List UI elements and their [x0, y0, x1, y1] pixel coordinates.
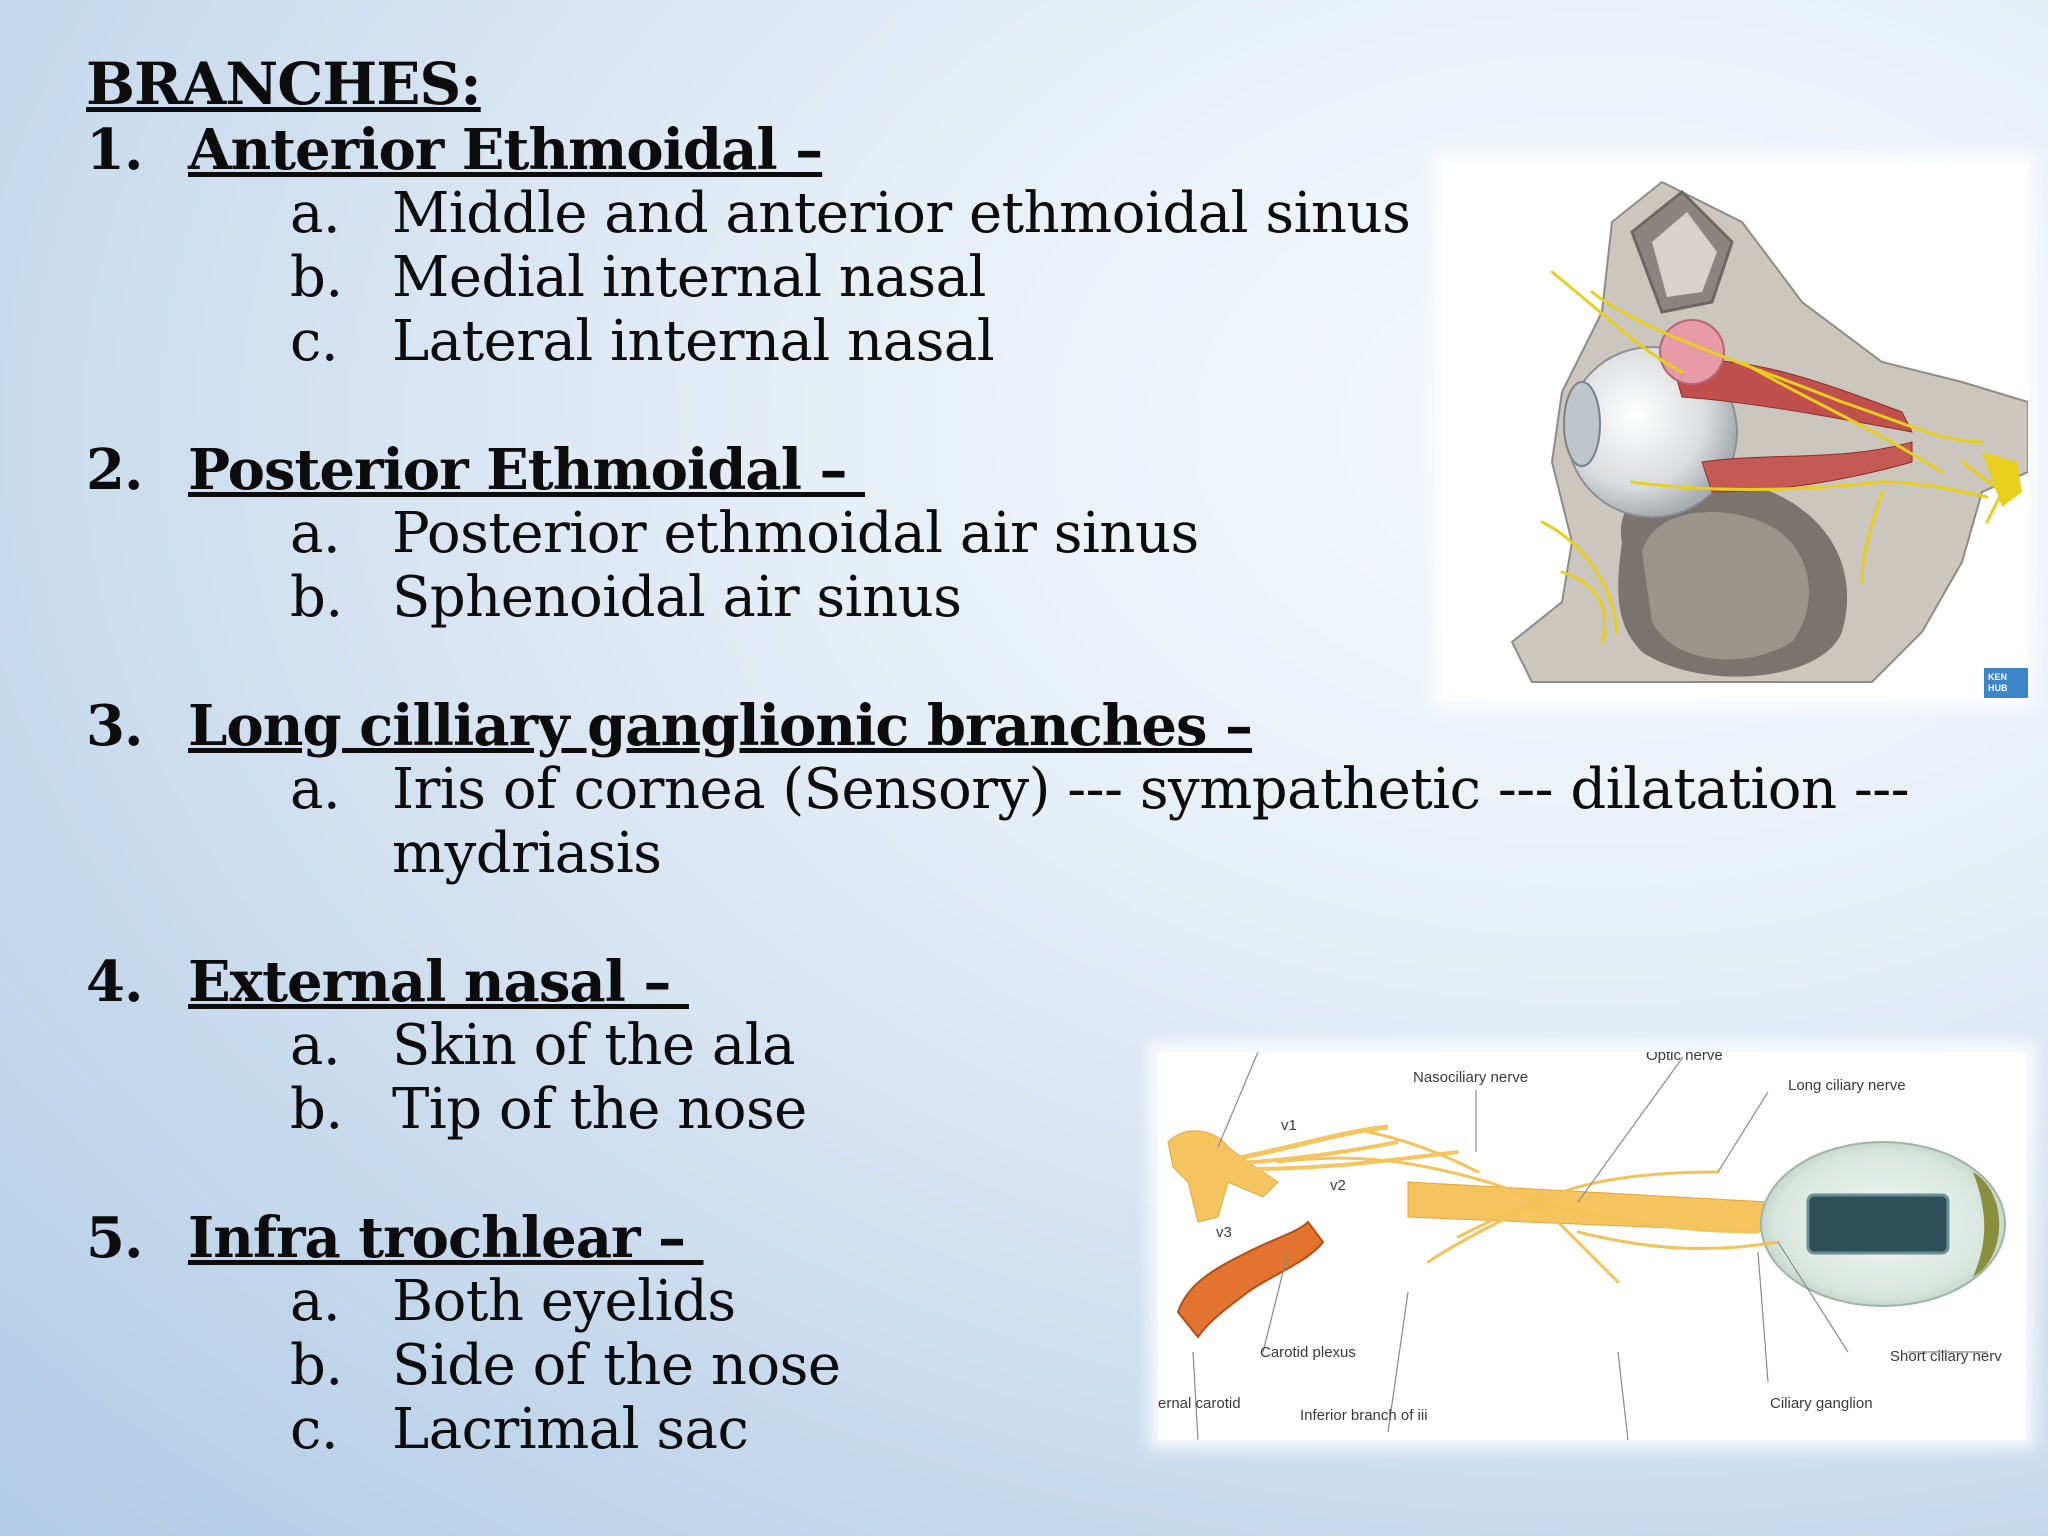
branch-number: 5.	[86, 1205, 143, 1271]
item-letter: b.	[290, 245, 343, 310]
branch-item: a. Posterior ethmoidal air sinus	[86, 502, 1986, 566]
item-text: Iris of cornea (Sensory) --- sympathetic…	[392, 757, 1910, 886]
item-letter: c.	[290, 1397, 339, 1462]
item-text: Middle and anterior ethmoidal sinus	[392, 181, 1411, 246]
branch-item: c. Lacrimal sac	[86, 1398, 1986, 1462]
diagram-label-carotid-plexus: Carotid plexus	[1260, 1344, 1356, 1361]
branch-label: Posterior Ethmoidal –	[188, 437, 865, 503]
diagram-label-ciliary-ganglion: Ciliary ganglion	[1770, 1395, 1873, 1412]
branch-item: a. Skin of the ala	[86, 1014, 1986, 1078]
item-letter: a.	[290, 501, 341, 566]
branch-number: 1.	[86, 117, 143, 183]
orbit-illustration	[1482, 162, 2028, 700]
slide-title: BRANCHES:	[86, 50, 482, 118]
orbit-anatomy-figure: KEN HUB	[1442, 162, 2028, 700]
branch-section: 3. Long cilliary ganglionic branches –a. I…	[86, 694, 1986, 886]
item-text: Skin of the ala	[392, 1013, 796, 1078]
item-text: Tip of the nose	[392, 1077, 807, 1142]
branch-heading: 2. Posterior Ethmoidal –	[86, 438, 1986, 502]
branch-section: 1. Anterior Ethmoidal –a. Middle and anter…	[86, 118, 1986, 374]
branch-section: 5. Infra trochlear – a. Both eyelids b. Side…	[86, 1206, 1986, 1462]
branch-item: b. Tip of the nose	[86, 1078, 1986, 1142]
branch-heading: 1. Anterior Ethmoidal –	[86, 118, 1986, 182]
item-letter: a.	[290, 757, 341, 822]
item-text: Posterior ethmoidal air sinus	[392, 501, 1199, 566]
diagram-label-internal-carotid: ernal carotid	[1158, 1395, 1241, 1412]
branch-heading: 4. External nasal –	[86, 950, 1986, 1014]
branch-label: External nasal –	[188, 949, 689, 1015]
branch-section: 2. Posterior Ethmoidal – a. Posterior ethm…	[86, 438, 1986, 630]
diagram-label-v2: v2	[1330, 1177, 1346, 1194]
diagram-label-short-ciliary-nerve: Short ciliary nerv	[1890, 1348, 2002, 1365]
item-letter: a.	[290, 1269, 341, 1334]
slide-content: BRANCHES: 1.Anterior Ethmoidal –a.Middle…	[86, 50, 1986, 1462]
branch-label: Long cilliary ganglionic branches –	[188, 693, 1253, 759]
diagram-label-v3: v3	[1216, 1224, 1232, 1241]
item-text: Sphenoidal air sinus	[392, 565, 962, 630]
branch-section: 4. External nasal – a. Skin of the ala b. Ti…	[86, 950, 1986, 1142]
item-letter: b.	[290, 1333, 343, 1398]
branch-number: 4.	[86, 949, 143, 1015]
diagram-label-optic-nerve: Optic nerve	[1646, 1052, 1723, 1064]
item-text: Side of the nose	[392, 1333, 841, 1398]
branch-heading: 3. Long cilliary ganglionic branches –	[86, 694, 1986, 758]
watermark-logo: KEN HUB	[1984, 668, 2028, 698]
item-text: Lacrimal sac	[392, 1397, 749, 1462]
item-letter: b.	[290, 565, 343, 630]
branch-item: c. Lateral internal nasal	[86, 310, 1986, 374]
item-letter: a.	[290, 1013, 341, 1078]
branch-label: Anterior Ethmoidal –	[188, 117, 823, 183]
diagram-label-nasociliary-nerve: Nasociliary nerve	[1413, 1069, 1528, 1086]
branch-list: 1.Anterior Ethmoidal –a.Middle and anter…	[86, 118, 1986, 1462]
branch-item: b. Medial internal nasal	[86, 246, 1986, 310]
item-letter: c.	[290, 309, 339, 374]
branch-number: 2.	[86, 437, 143, 503]
branch-item: b. Sphenoidal air sinus	[86, 566, 1986, 630]
branch-item: a. Middle and anterior ethmoidal sinus	[86, 182, 1986, 246]
nerve-diagram: Optic nerve Nasociliary nerve Long cilia…	[1158, 1052, 2006, 1440]
diagram-label-v1: v1	[1281, 1117, 1297, 1134]
item-text: Both eyelids	[392, 1269, 736, 1334]
branch-label: Infra trochlear –	[188, 1205, 704, 1271]
item-letter: b.	[290, 1077, 343, 1142]
branch-item: a. Both eyelids	[86, 1270, 1986, 1334]
branch-item: a. Iris of cornea (Sensory) --- sympathet…	[86, 758, 1986, 886]
branch-heading: 5. Infra trochlear –	[86, 1206, 1986, 1270]
item-text: Medial internal nasal	[392, 245, 986, 310]
diagram-label-long-ciliary-nerve: Long ciliary nerve	[1788, 1077, 1906, 1094]
diagram-label-inferior-branch: Inferior branch of iii	[1300, 1407, 1428, 1424]
branch-number: 3.	[86, 693, 143, 759]
item-text: Lateral internal nasal	[392, 309, 995, 374]
nerve-schematic-figure: Optic nerve Nasociliary nerve Long cilia…	[1158, 1052, 2026, 1440]
item-letter: a.	[290, 181, 341, 246]
branch-item: b. Side of the nose	[86, 1334, 1986, 1398]
